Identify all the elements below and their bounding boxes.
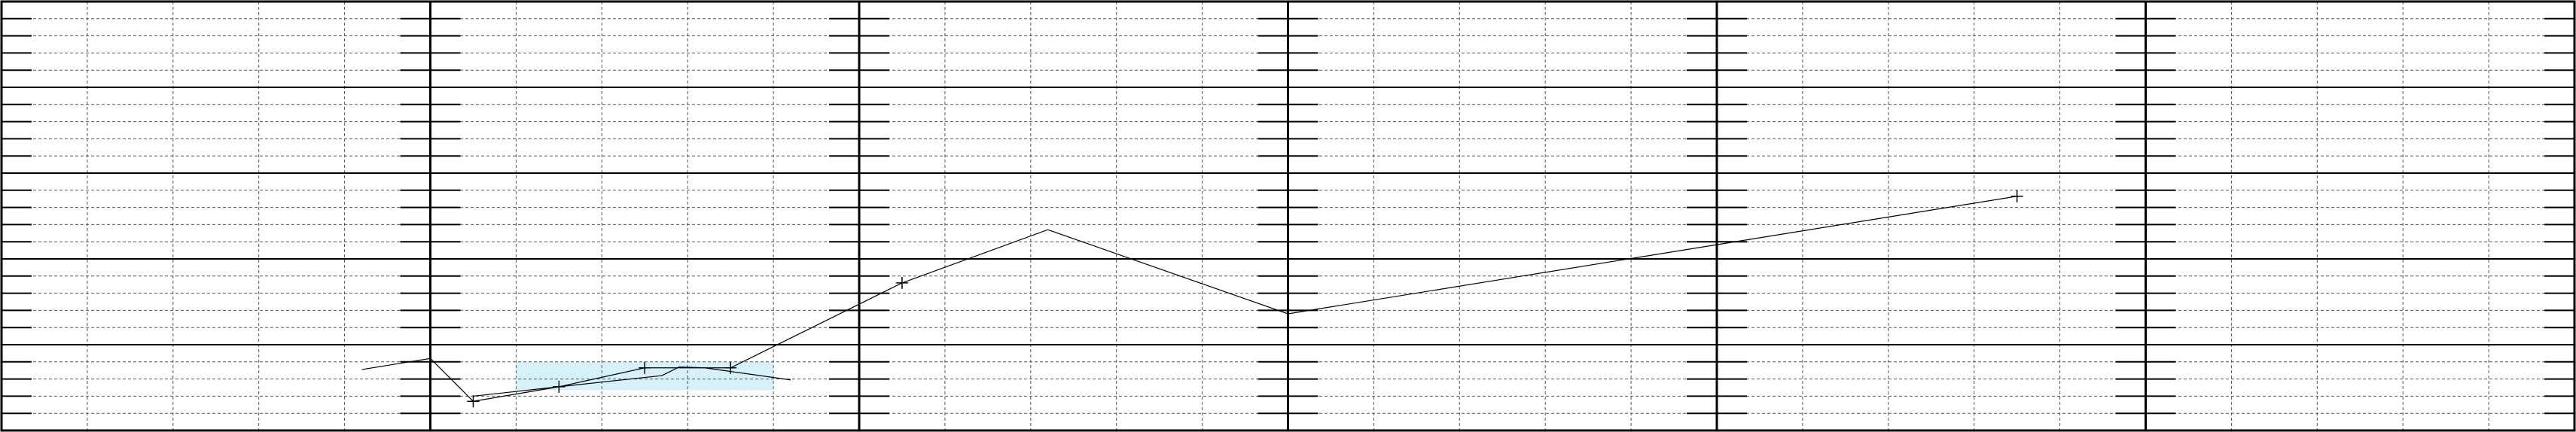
series-layer bbox=[361, 196, 2017, 402]
series-line-1 bbox=[361, 196, 2017, 402]
data-point-marker bbox=[724, 361, 737, 374]
data-point-marker bbox=[639, 361, 651, 374]
series-line-2 bbox=[473, 367, 791, 397]
data-point-marker bbox=[895, 276, 908, 289]
data-point-marker bbox=[553, 380, 566, 393]
data-point-marker bbox=[467, 395, 480, 408]
data-point-marker bbox=[2010, 190, 2023, 202]
marker-layer bbox=[467, 190, 2023, 408]
